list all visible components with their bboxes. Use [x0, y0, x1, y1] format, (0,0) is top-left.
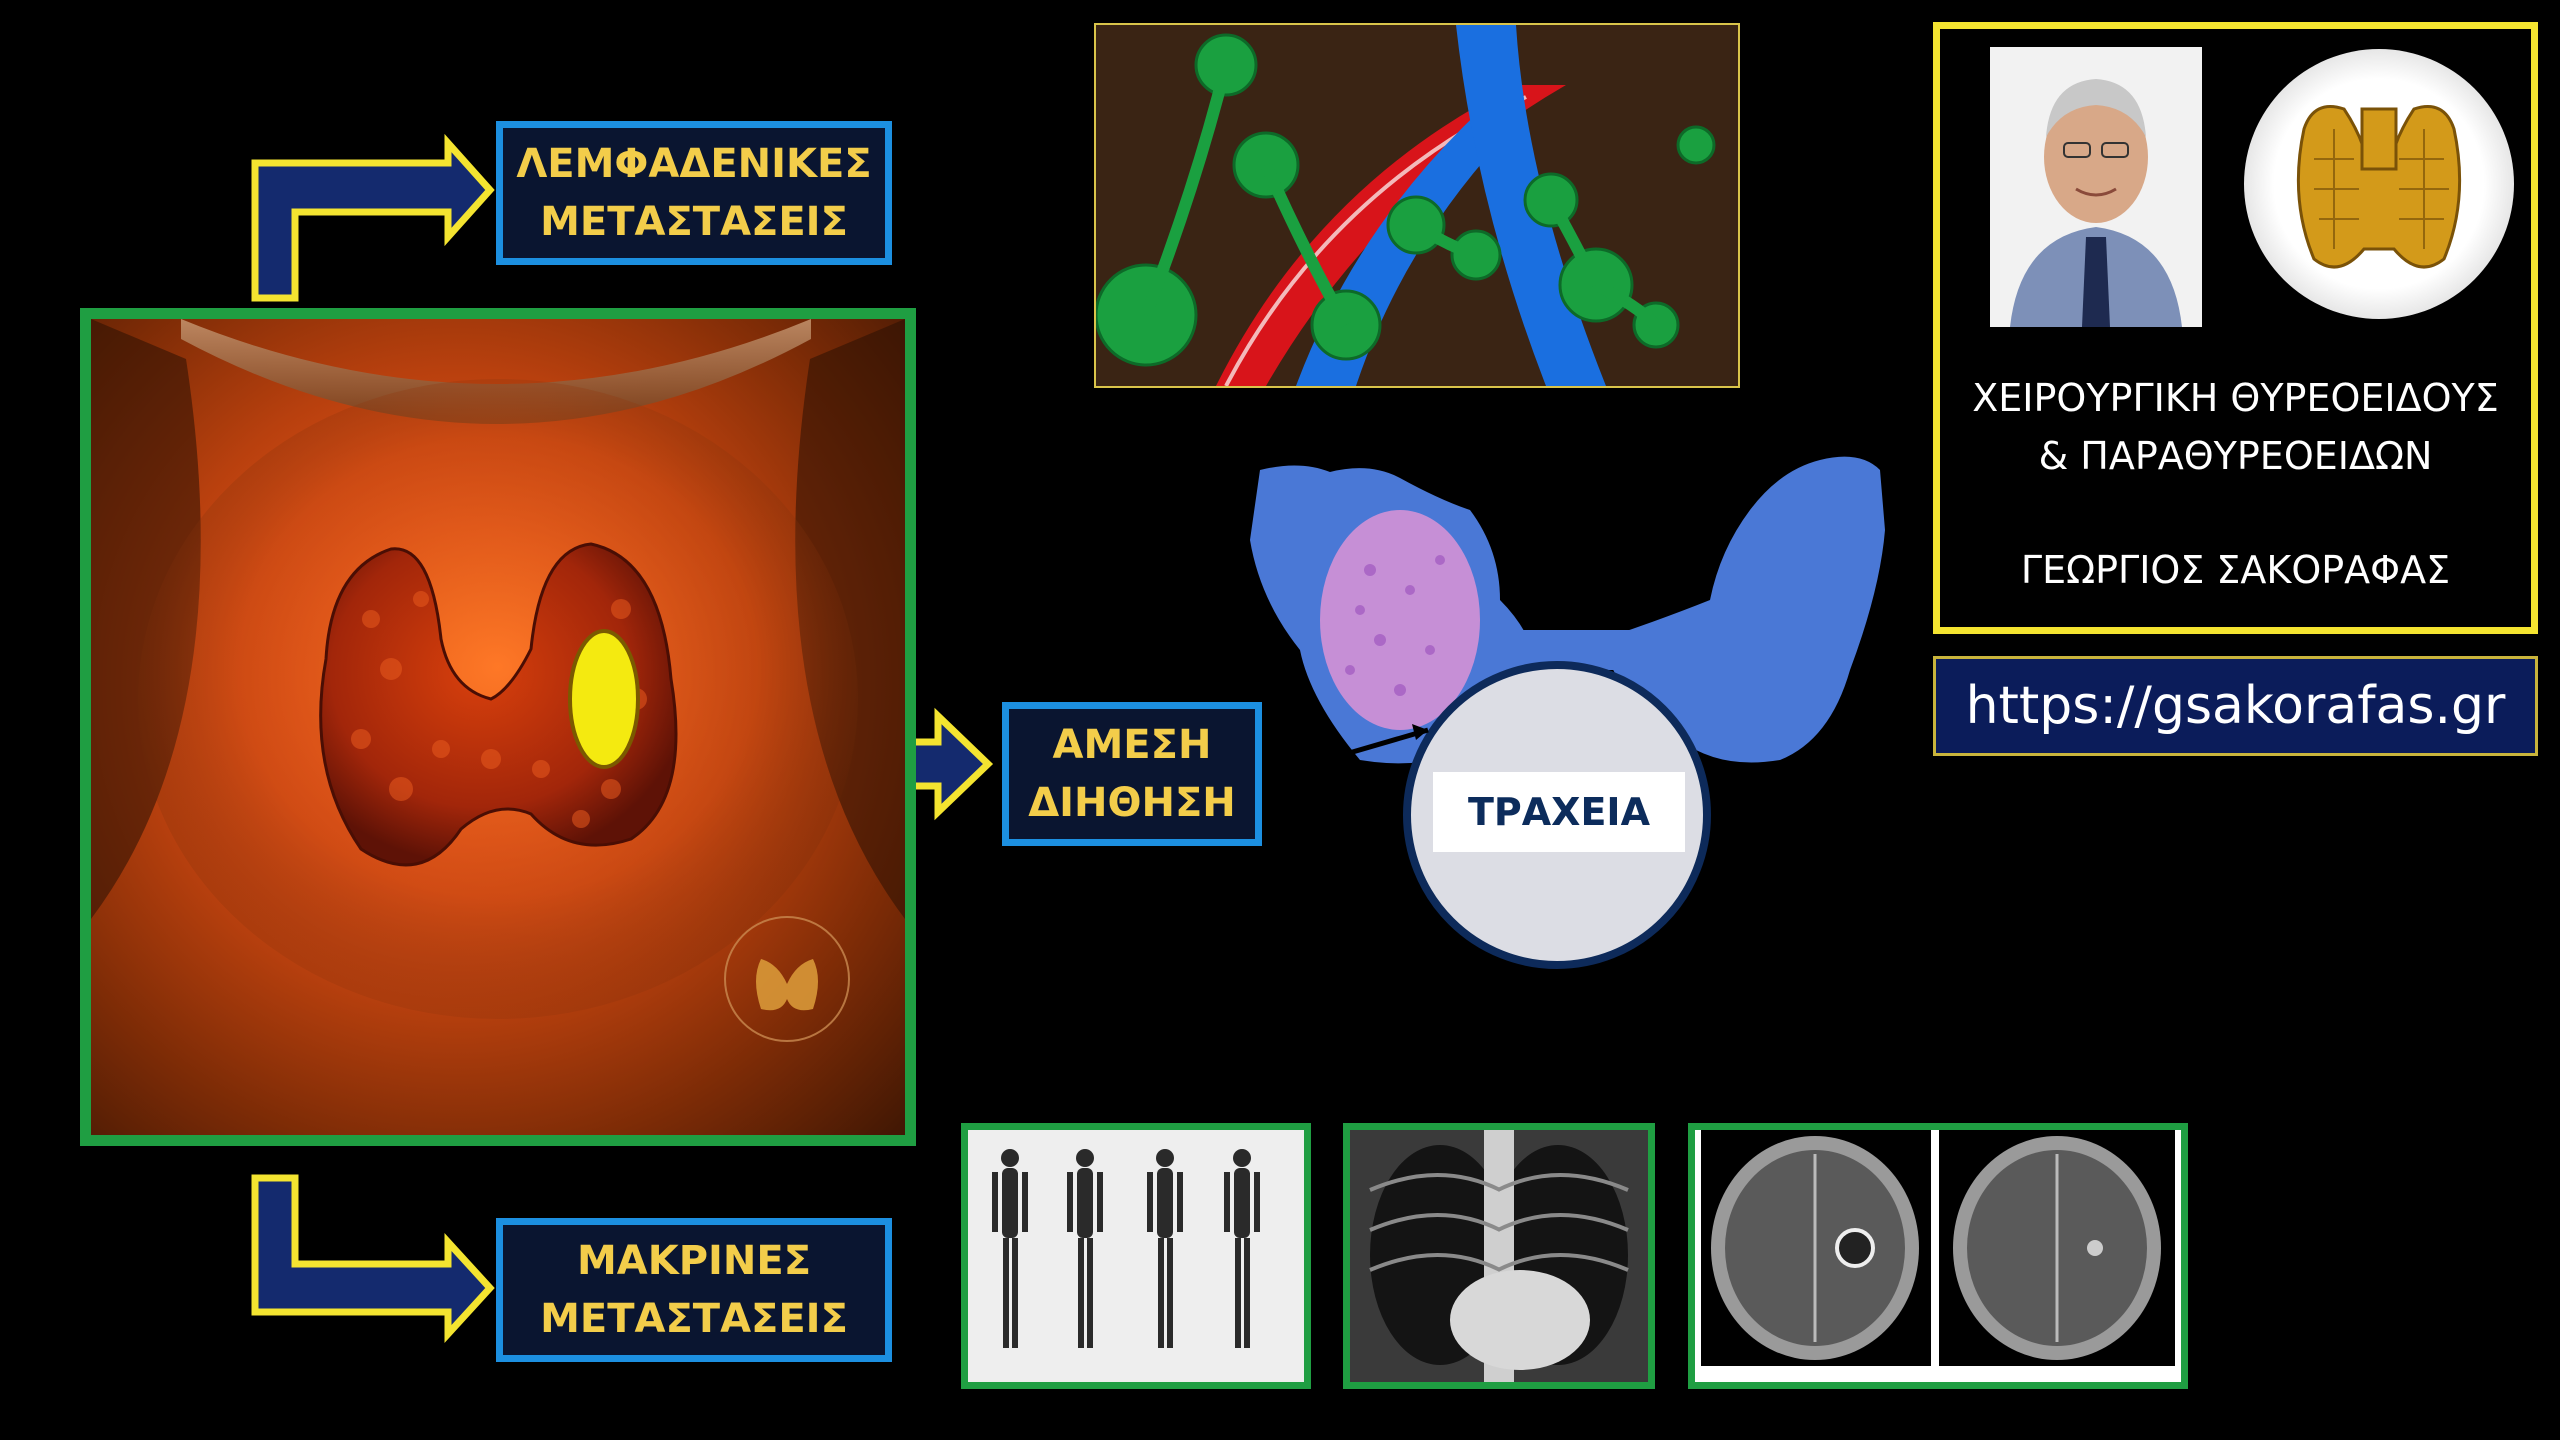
chest-xray-image [1343, 1123, 1655, 1389]
direct-label-line1: ΑΜΕΣΗ [1052, 722, 1212, 768]
brain-mri-image [1688, 1123, 2188, 1389]
trachea-label: ΤΡΑΧΕΙΑ [1433, 772, 1685, 852]
invasion-pointer-icon [1331, 727, 1429, 761]
thyroid-logo-icon [2296, 105, 2462, 269]
bone-scan-image [961, 1123, 1311, 1389]
right-thyroid-lobe-icon [1600, 456, 1885, 763]
neck-drawing [91, 319, 905, 1042]
lymph-label-line1: ΛΕΜΦΑΔΕΝΙΚΕΣ [516, 141, 872, 187]
bone-scan-figures [968, 1130, 1304, 1382]
brain-mri-drawing [1695, 1130, 2181, 1382]
author-photo [1990, 47, 2202, 327]
isthmus-icon [1500, 630, 1640, 670]
lymph-vessels-drawing [1096, 25, 1738, 386]
lymph-label-line2: ΜΕΤΑΣΤΑΣΕΙΣ [540, 199, 848, 245]
thyroid-neck-illustration [80, 308, 916, 1146]
inset-thyroid-icon [724, 916, 850, 1042]
brain-lesion-icon [1835, 1228, 1875, 1268]
portrait-icon [1990, 47, 2202, 327]
distant-label-line1: ΜΑΚΡΙΝΕΣ [576, 1238, 812, 1284]
lymphatic-vessels-image [1094, 23, 1740, 388]
thyroid-trachea-diagram [1250, 456, 1885, 969]
author-specialty-line1: ΧΕΙΡΟΥΡΓΙΚΗ ΘΥΡΕΟΕΙΔΟΥΣ [1972, 376, 2499, 420]
lymph-metastases-label: ΛΕΜΦΑΔΕΝΙΚΕΣ ΜΕΤΑΣΤΑΣΕΙΣ [496, 121, 892, 265]
tumor-nodule-icon [568, 629, 640, 769]
tumor-cells-icon [1320, 510, 1480, 730]
author-specialty-line2: & ΠΑΡΑΘΥΡΕΟΕΙΔΩΝ [2038, 434, 2433, 478]
direct-label-line2: ΔΙΗΘΗΣΗ [1028, 780, 1236, 826]
thyroid-logo [2244, 49, 2514, 319]
arrow-to-lymph-icon [251, 133, 495, 302]
chest-xray-drawing [1350, 1130, 1648, 1382]
author-name: ΓΕΩΡΓΙΟΣ ΣΑΚΟΡΑΦΑΣ [2020, 548, 2451, 592]
arrow-to-distant-icon [251, 1174, 495, 1344]
distant-label-line2: ΜΕΤΑΣΤΑΣΕΙΣ [540, 1296, 848, 1342]
direct-invasion-label: ΑΜΕΣΗ ΔΙΗΘΗΣΗ [1002, 702, 1262, 846]
author-card: ΧΕΙΡΟΥΡΓΙΚΗ ΘΥΡΕΟΕΙΔΟΥΣ & ΠΑΡΑΘΥΡΕΟΕΙΔΩΝ… [1933, 22, 2538, 634]
website-link[interactable]: https://gsakorafas.gr [1933, 656, 2538, 756]
distant-metastases-label: ΜΑΚΡΙΝΕΣ ΜΕΤΑΣΤΑΣΕΙΣ [496, 1218, 892, 1362]
